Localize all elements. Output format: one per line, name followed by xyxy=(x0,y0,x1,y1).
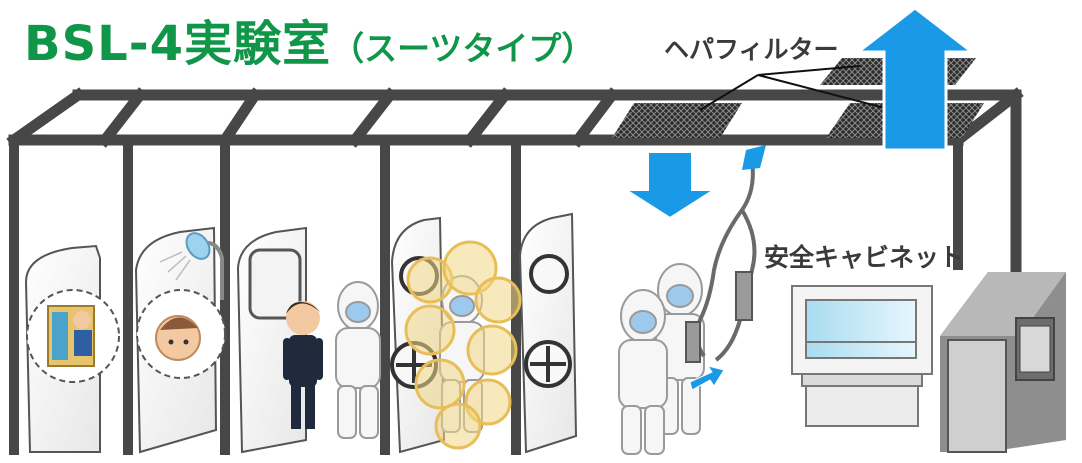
title-main: BSL-4実験室 xyxy=(24,16,332,72)
upward-airflow-arrow-icon xyxy=(853,6,977,152)
room-partitions xyxy=(9,140,963,455)
door-window xyxy=(248,248,302,320)
air-hose-icon xyxy=(685,159,757,363)
page-title: BSL-4実験室（スーツタイプ） xyxy=(24,4,594,74)
safety-cabinet-label: 安全キャビネット xyxy=(764,243,965,272)
hepa-leader-lines xyxy=(699,65,901,113)
autoclave-machine-icon xyxy=(940,272,1066,453)
chemical-shower-smoke xyxy=(404,240,522,450)
person-icon xyxy=(283,301,323,429)
air-inlet-arrow-icon xyxy=(689,365,725,391)
safety-cabinet-icon xyxy=(791,285,933,427)
hose-connector xyxy=(742,145,766,170)
shower-head-icon xyxy=(159,232,224,300)
hepa-filter-label: ヘパフィルター xyxy=(664,35,839,64)
downward-airflow-arrow-icon xyxy=(622,151,718,220)
shower-room-icon xyxy=(136,289,226,379)
title-sub: （スーツタイプ） xyxy=(331,29,595,68)
room-frame xyxy=(6,87,1024,274)
changing-room-icon xyxy=(26,289,120,383)
